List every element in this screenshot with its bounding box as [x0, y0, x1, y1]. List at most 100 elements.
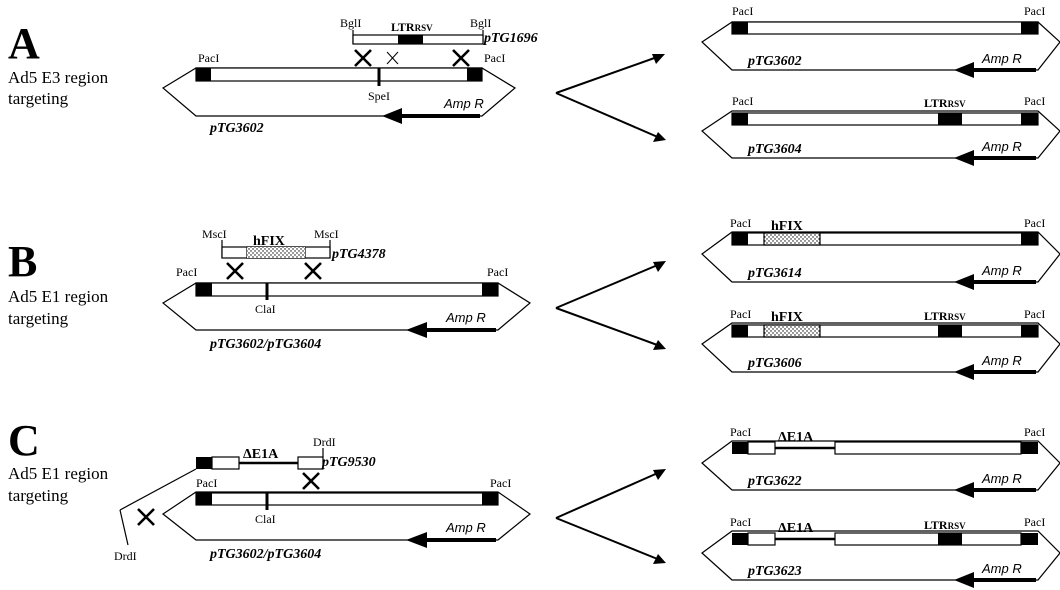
- product-name: pTG3602: [747, 54, 802, 69]
- crossover-x-icon: [226, 262, 244, 280]
- donor-fragment: MscI MscI hFIX pTG4378: [202, 227, 386, 262]
- panel-description-line2: targeting: [8, 89, 69, 108]
- ltr-label: LTRRSV: [924, 518, 966, 532]
- product-plasmid-pTG3623: PacI PacI ΔE1A LTRRSV Amp R pTG3623: [701, 515, 1060, 588]
- crossover-x-icon: [452, 49, 470, 67]
- arrow-to-product-2: [555, 92, 661, 139]
- hfix-label: hFIX: [771, 310, 803, 325]
- pacI-label: PacI: [1024, 94, 1045, 108]
- itr-block-left: [196, 68, 211, 81]
- arrowhead-icon: [653, 340, 666, 350]
- recombination-arrows: [555, 261, 666, 350]
- arrowhead-icon: [653, 261, 666, 272]
- pacI-label-left: PacI: [196, 476, 217, 490]
- pacI-label-right: PacI: [487, 265, 508, 279]
- pacI-label: PacI: [1024, 307, 1045, 321]
- product-name: pTG3604: [747, 142, 802, 157]
- delta-e1a-label: ΔE1A: [778, 521, 814, 536]
- amp-arrow-head: [382, 108, 402, 124]
- product-plasmid-pTG3614: PacI PacI hFIX Amp R pTG3614: [701, 216, 1060, 290]
- amp-label: Amp R: [981, 263, 1022, 278]
- adenovirus-segment: [195, 67, 483, 82]
- ltr-label: LTRRSV: [924, 96, 966, 110]
- amp-label: Amp R: [981, 353, 1022, 368]
- panel-letter: A: [8, 19, 40, 68]
- pacI-label: PacI: [1024, 4, 1045, 18]
- crossover-x-icon: [386, 51, 399, 65]
- product-name: pTG3614: [747, 266, 802, 281]
- panel-letter: B: [8, 237, 37, 286]
- arrowhead-icon: [653, 132, 666, 142]
- amp-label: Amp R: [981, 561, 1022, 576]
- delta-e1a-label: ΔE1A: [243, 447, 279, 462]
- site-label-bgli-right: BglI: [470, 16, 491, 30]
- clai-label: ClaI: [255, 512, 276, 526]
- hfix-label: hFIX: [253, 234, 285, 249]
- vector-plasmid-name: pTG3602/pTG3604: [209, 337, 321, 352]
- crossover-x-icon: [302, 472, 320, 490]
- panel-description-line2: targeting: [8, 309, 69, 328]
- donor-fragment: BglI BglI LTRRSV pTG1696: [340, 16, 538, 46]
- vector-plasmid: PacI PacI SpeI Amp R pTG3602: [161, 51, 517, 136]
- panel-b: B Ad5 E1 region targeting MscI MscI hFIX…: [8, 216, 1060, 380]
- donor-plasmid-name: pTG4378: [331, 247, 386, 262]
- pacI-label: PacI: [1024, 425, 1045, 439]
- donor-fragment: ΔE1A DrdI pTG9530 DrdI: [114, 435, 376, 563]
- amp-label: Amp R: [981, 51, 1022, 66]
- pacI-label-left: PacI: [198, 51, 219, 65]
- crossover-x-icon: [137, 508, 155, 526]
- site-label-msci-left: MscI: [202, 227, 227, 241]
- hfix-label: hFIX: [771, 219, 803, 234]
- site-label-msci-right: MscI: [314, 227, 339, 241]
- crossover-marks: [137, 472, 320, 526]
- drdi-label-right: DrdI: [313, 435, 336, 449]
- crossover-x-icon: [304, 262, 322, 280]
- amp-label: Amp R: [445, 310, 486, 325]
- product-plasmid-pTG3602: PacI PacI Amp R pTG3602: [701, 4, 1060, 78]
- crossover-marks: [226, 262, 322, 280]
- pacI-label: PacI: [732, 94, 753, 108]
- panel-description-line1: Ad5 E1 region: [8, 464, 109, 483]
- vector-plasmid: PacI PacI ClaI Amp R pTG3602/pTG3604: [161, 476, 532, 562]
- panel-description-line1: Ad5 E1 region: [8, 287, 109, 306]
- vector-plasmid-name: pTG3602/pTG3604: [209, 547, 321, 562]
- pacI-label-right: PacI: [484, 51, 505, 65]
- ltr-label: LTRRSV: [391, 20, 433, 34]
- hfix-stipple: [247, 247, 305, 258]
- panel-a: A Ad5 E3 region targeting BglI BglI LTRR…: [8, 4, 1060, 166]
- pacI-label: PacI: [730, 307, 751, 321]
- delta-e1a-label: ΔE1A: [778, 430, 814, 445]
- crossover-marks: [354, 49, 470, 67]
- pacI-label: PacI: [1024, 216, 1045, 230]
- amp-label: Amp R: [981, 471, 1022, 486]
- pacI-label: PacI: [732, 4, 753, 18]
- product-name: pTG3606: [747, 356, 802, 371]
- spei-label: SpeI: [368, 89, 390, 103]
- amp-label: Amp R: [981, 139, 1022, 154]
- panel-c: C Ad5 E1 region targeting ΔE1A DrdI pTG9…: [8, 416, 1060, 588]
- donor-plasmid-name: pTG1696: [483, 31, 538, 46]
- arrowhead-icon: [653, 554, 666, 564]
- product-plasmid-pTG3622: PacI PacI ΔE1A Amp R pTG3622: [701, 425, 1060, 498]
- panel-description-line2: targeting: [8, 486, 69, 505]
- product-plasmid-pTG3606: PacI PacI hFIX LTRRSV Amp R pTG3606: [701, 307, 1060, 380]
- crossover-x-icon: [354, 49, 372, 67]
- ltr-label: LTRRSV: [924, 309, 966, 323]
- arrowhead-icon: [652, 54, 665, 64]
- itr-block-right: [467, 68, 482, 81]
- site-label-bgli-left: BglI: [340, 16, 361, 30]
- vector-plasmid: PacI PacI ClaI Amp R pTG3602/pTG3604: [161, 265, 532, 352]
- product-plasmid-pTG3604: PacI PacI LTRRSV Amp R pTG3604: [701, 94, 1060, 166]
- amp-label: Amp R: [445, 520, 486, 535]
- amp-label: Amp R: [443, 96, 484, 111]
- panel-letter: C: [8, 416, 40, 465]
- pacI-label: PacI: [1024, 515, 1045, 529]
- pacI-label: PacI: [730, 425, 751, 439]
- clai-label: ClaI: [255, 302, 276, 316]
- recombination-arrows: [555, 54, 666, 142]
- drdi-label-left: DrdI: [114, 549, 137, 563]
- product-name: pTG3622: [747, 474, 802, 489]
- pacI-label-right: PacI: [490, 476, 511, 490]
